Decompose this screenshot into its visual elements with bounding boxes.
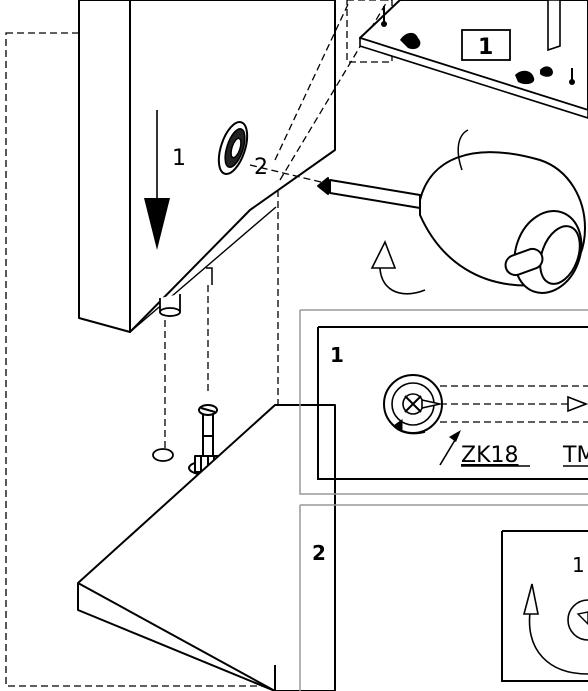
- detail-panel-1-step: 1: [330, 343, 344, 367]
- overview-step-badge: 1: [478, 35, 493, 60]
- screwdriver-tool: [318, 130, 588, 302]
- part-code-label: ZK18: [461, 443, 519, 468]
- detail-panel-2-inner-step: 1: [572, 553, 585, 577]
- post-edge-detail: [206, 268, 212, 285]
- rotation-closeup: [524, 584, 588, 674]
- upright-post: [79, 0, 335, 332]
- cam-lock-closeup: [384, 375, 442, 434]
- direction-arrow: [568, 397, 586, 411]
- overview-inset: 1: [347, 0, 588, 118]
- detail-panel-1: 1 ZK18 TM: [300, 310, 588, 494]
- detail-panel-2-step: 2: [312, 541, 326, 565]
- detail-panel-2: 2 1: [300, 505, 588, 691]
- detail-leader-lines: [440, 386, 588, 422]
- dowel-hole: [153, 449, 173, 461]
- part-code-label-cut: TM: [562, 443, 588, 468]
- rotation-arrow: [372, 242, 425, 294]
- step-insert-label: 1: [172, 146, 186, 171]
